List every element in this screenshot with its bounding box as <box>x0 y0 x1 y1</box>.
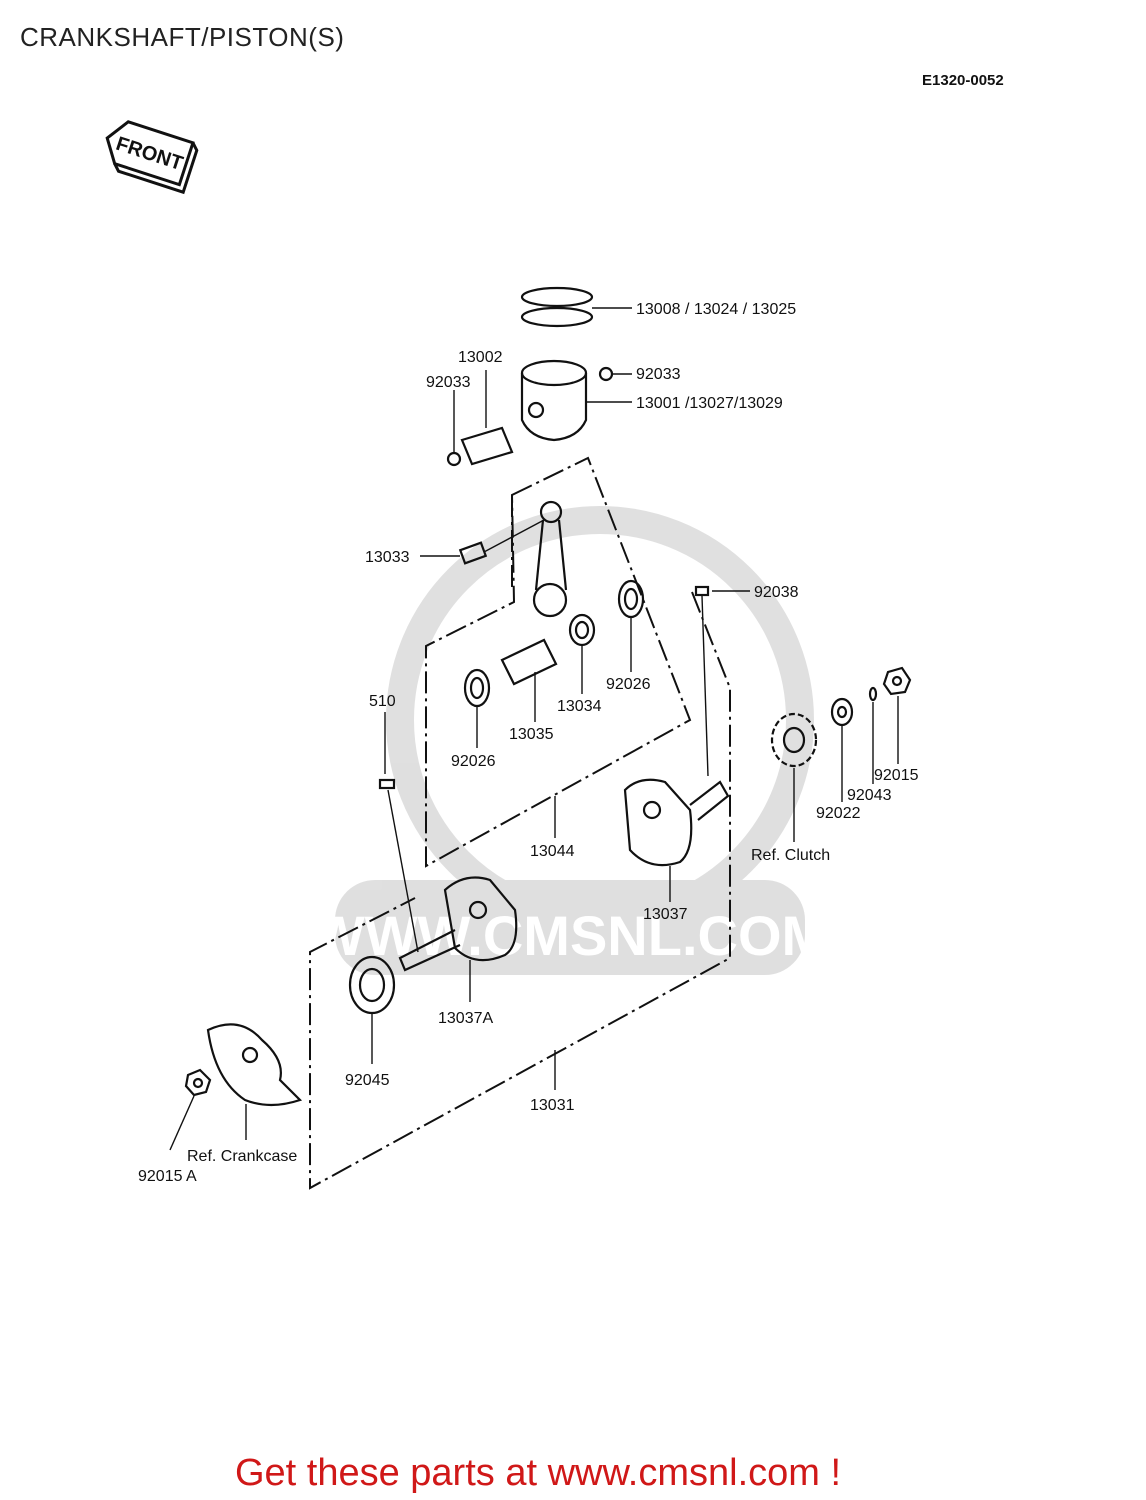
callout-washer-right: 92026 <box>606 676 651 693</box>
watermark-text: WWW.CMSNL.COM <box>312 904 828 967</box>
piston-pin: 13002 <box>458 349 514 466</box>
gear-washer: 92022 <box>816 697 861 822</box>
callout-crank-pin: 13035 <box>509 726 554 743</box>
key-left: 510 <box>369 693 419 953</box>
gear-nut: 92015 <box>874 666 919 784</box>
crankshaft-assy-outline <box>309 591 731 1190</box>
callout-gear-key: 92043 <box>847 787 892 804</box>
big-end-bearing: 13034 <box>557 613 602 715</box>
callout-conrod-assy: 13044 <box>530 843 575 860</box>
callout-flywheel-right: 13037 <box>643 906 688 923</box>
exploded-parts-diagram: WWW.CMSNL.COM FRONT 13008 / 13024 / 1302… <box>105 120 919 1190</box>
callout-washer-left: 92026 <box>451 753 496 770</box>
callout-main-bearing: 92045 <box>345 1072 390 1089</box>
callout-big-end-bearing: 13034 <box>557 698 602 715</box>
drive-gear: Ref. Clutch <box>751 712 830 864</box>
footer-text: Get these parts at www.cmsnl.com ! <box>234 1452 842 1494</box>
flywheel-left: 13037A <box>398 876 518 1027</box>
callout-key-right: 92038 <box>754 584 799 601</box>
callout-flywheel-left: 13037A <box>438 1010 493 1027</box>
main-bearing: 92045 <box>345 955 396 1089</box>
piston-rings: 13008 / 13024 / 13025 <box>520 286 796 328</box>
watermark: WWW.CMSNL.COM <box>312 506 828 975</box>
crank-pin: 13035 <box>500 638 558 743</box>
gear-key: 92043 <box>847 686 892 804</box>
conrod-assy-outline <box>425 456 692 868</box>
piston: 13001 /13027/13029 <box>520 359 783 442</box>
connecting-rod <box>532 500 568 618</box>
footer-link[interactable]: Get these parts at www.cmsnl.com ! <box>0 1452 1146 1495</box>
callout-gear-nut: 92015 <box>874 767 919 784</box>
callout-piston: 13001 /13027/13029 <box>636 395 783 412</box>
callout-rings: 13008 / 13024 / 13025 <box>636 301 796 318</box>
thrust-washer-right: 92026 <box>606 579 651 693</box>
callout-small-end-bearing: 13033 <box>365 549 410 566</box>
page-title: CRANKSHAFT/PISTON(S) <box>20 22 345 52</box>
flywheel-right: 13037 <box>623 778 730 923</box>
callout-key-left: 510 <box>369 693 396 710</box>
clip-left: 92033 <box>426 374 471 467</box>
callout-gear-washer: 92022 <box>816 805 861 822</box>
callout-clip-right: 92033 <box>636 366 681 383</box>
diagram-code: E1320-0052 <box>922 72 1004 89</box>
callout-pin: 13002 <box>458 349 503 366</box>
small-end-bearing: 13033 <box>365 519 545 566</box>
crankcase-plate: Ref. Crankcase <box>187 1023 303 1165</box>
nut-left: 92015 A <box>138 1068 212 1185</box>
callout-clip-left: 92033 <box>426 374 471 391</box>
thrust-washer-left: 92026 <box>451 668 496 770</box>
callout-crankcase-ref: Ref. Crankcase <box>187 1148 297 1165</box>
callout-gear-ref: Ref. Clutch <box>751 847 830 864</box>
clip-right: 92033 <box>598 366 681 383</box>
callout-crankshaft-assy: 13031 <box>530 1097 575 1114</box>
key-right: 92038 <box>694 584 799 777</box>
front-arrow-icon: FRONT <box>105 120 199 195</box>
callout-nut-left: 92015 A <box>138 1168 197 1185</box>
